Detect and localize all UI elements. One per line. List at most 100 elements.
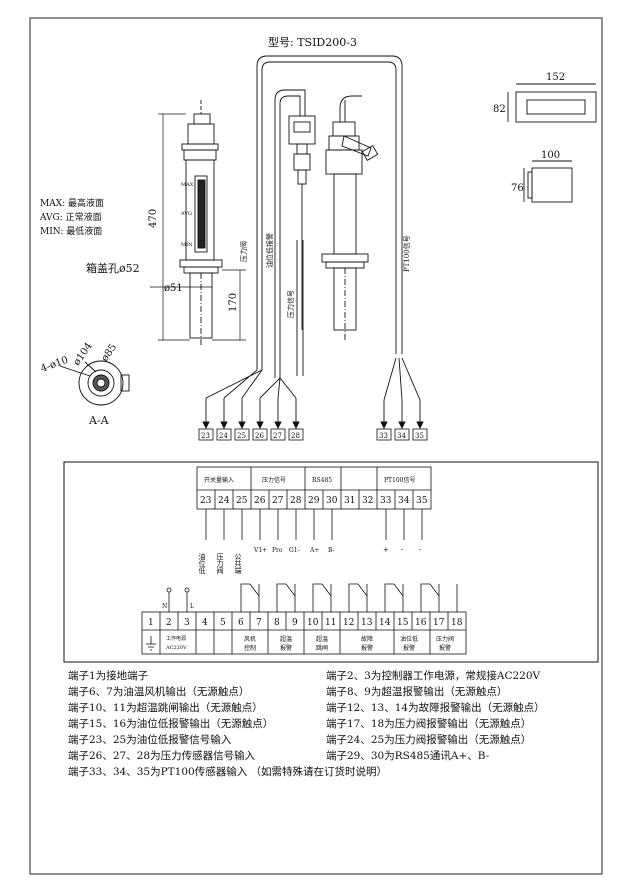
group-pressure-signal: 压力信号	[262, 476, 286, 484]
tag-23: 23	[201, 432, 210, 440]
flange-holes: 4-ø10	[39, 355, 70, 375]
tag-24: 24	[219, 432, 228, 440]
power-label-1: 工作电源	[166, 635, 186, 642]
uterm-28: 28	[290, 496, 302, 506]
note-left-6: 端子26、27、28为压力传感器信号输入	[68, 750, 256, 762]
dim-152: 152	[546, 72, 565, 83]
cable-pt100: PT100信号	[402, 235, 411, 272]
lterm-1: 1	[148, 618, 154, 628]
lgroup-fault-2: 报警	[361, 644, 373, 652]
uterm-35: 35	[416, 496, 428, 506]
lgroup-ot-trip-2: 跳闸	[316, 644, 328, 652]
uterm-29: 29	[308, 496, 320, 506]
controller-box	[63, 461, 599, 663]
tag-33: 33	[379, 432, 388, 440]
lgroup-ot-alarm-1: 超温	[280, 635, 292, 643]
lgroup-pv-2: 报警	[439, 644, 451, 652]
tag-27: 27	[273, 432, 282, 440]
lterm-18: 18	[451, 618, 463, 628]
gauge-scale-max: MAX	[181, 182, 194, 188]
page-border	[29, 17, 603, 875]
uterm-label-29: A+	[309, 547, 319, 554]
note-left-4: 端子15、16为油位低报警输出（无源触点）	[68, 718, 274, 730]
dim-170: 170	[228, 293, 239, 312]
lgroup-pv-1: 压力阀	[436, 635, 454, 643]
uterm-label-26: V1+	[253, 547, 267, 554]
lgroup-oil-low-2: 报警	[403, 644, 415, 652]
lgroup-fan-2: 控制	[244, 644, 256, 652]
gauge-scale-min: MIN	[181, 242, 193, 248]
cable-pressure-signal: 压力信号	[286, 290, 295, 318]
hole-label: 箱盖孔ø52	[86, 261, 140, 275]
flange-view	[59, 360, 130, 406]
tag-25: 25	[237, 432, 246, 440]
sensor-assembly	[288, 100, 379, 340]
uterm-24: 24	[218, 496, 230, 506]
lower-terminal-block	[141, 583, 467, 655]
uterm-label-34: -	[401, 546, 404, 554]
uterm-label-30: B-	[328, 547, 335, 554]
uterm-label-28: G1-	[289, 547, 300, 554]
lterm-10: 10	[307, 618, 319, 628]
svg-text:油位低: 油位低	[198, 552, 206, 575]
note-right-2: 端子8、9为超温报警输出（无源触点）	[326, 686, 508, 698]
lterm-2: 2	[166, 618, 172, 628]
group-pt100: PT100信号	[384, 476, 416, 484]
legend-max: MAX: 最高液面	[40, 197, 104, 209]
uterm-label-25: 公共端	[234, 553, 242, 575]
tag-26: 26	[255, 432, 264, 440]
note-right-1: 端子2、3为控制器工作电源，常规接AC220V	[326, 670, 541, 682]
lgroup-fan-1: 风机	[244, 635, 256, 643]
power-label-2: AC220V	[165, 645, 187, 651]
gauge-dimensions	[150, 113, 246, 341]
note-left-2: 端子6、7为油温风机输出（无源触点）	[68, 686, 250, 698]
lterm-5: 5	[220, 618, 226, 628]
note-right-5: 端子24、25为压力阀报警输出（无源触点）	[326, 734, 532, 746]
terminal-tags	[198, 428, 428, 441]
svg-text:公共端: 公共端	[234, 553, 242, 575]
note-left-7: 端子33、34、35为PT100传感器输入 （如需特殊请在订货时说明）	[68, 766, 388, 778]
legend-min: MIN: 最低液面	[40, 225, 102, 237]
uterm-label-33: +	[383, 546, 389, 554]
section-label: A-A	[88, 414, 110, 427]
flange-d85: ø85	[99, 342, 119, 364]
group-switch-input: 开关量输入	[204, 476, 234, 484]
lterm-16: 16	[415, 618, 427, 628]
note-left-3: 端子10、11为超温跳闸输出（无源触点）	[68, 702, 263, 714]
lgroup-fault-1: 故障	[361, 635, 373, 643]
lterm-15: 15	[397, 618, 409, 628]
cable-oil-low-alarm: 油位低报警	[265, 233, 274, 268]
gauge-scale-avg: AVG	[180, 211, 192, 217]
uterm-23: 23	[200, 496, 212, 506]
lterm-13: 13	[361, 618, 373, 628]
dim-76: 76	[511, 183, 524, 194]
lgroup-ot-trip-1: 超温	[316, 635, 328, 643]
lterm-3: 3	[184, 618, 190, 628]
uterm-27: 27	[272, 496, 284, 506]
uterm-26: 26	[254, 496, 266, 506]
lterm-14: 14	[379, 618, 391, 628]
dim-d51: ø51	[164, 283, 183, 294]
note-right-6: 端子29、30为RS485通讯A+、B-	[326, 750, 490, 762]
dim-82: 82	[493, 104, 506, 115]
controller-outline	[507, 83, 597, 203]
lgroup-ot-alarm-2: 报警	[280, 644, 292, 652]
svg-text:压力阀: 压力阀	[216, 553, 224, 575]
tag-28: 28	[291, 432, 300, 440]
tag-34: 34	[397, 432, 406, 440]
feed-n: N	[162, 603, 167, 610]
feed-l: L	[190, 603, 194, 610]
note-right-3: 端子12、13、14为故障报警输出（无源触点）	[326, 702, 545, 714]
uterm-34: 34	[398, 496, 410, 506]
lterm-9: 9	[292, 618, 298, 628]
lterm-11: 11	[325, 618, 336, 628]
lterm-12: 12	[343, 618, 354, 628]
uterm-33: 33	[380, 496, 392, 506]
uterm-30: 30	[326, 496, 338, 506]
uterm-label-35: -	[419, 546, 422, 554]
lgroup-oil-low-1: 油位低	[400, 635, 418, 643]
tag-arrows	[202, 398, 424, 430]
legend-avg: AVG: 正常液面	[39, 211, 102, 223]
dim-100: 100	[541, 150, 560, 161]
